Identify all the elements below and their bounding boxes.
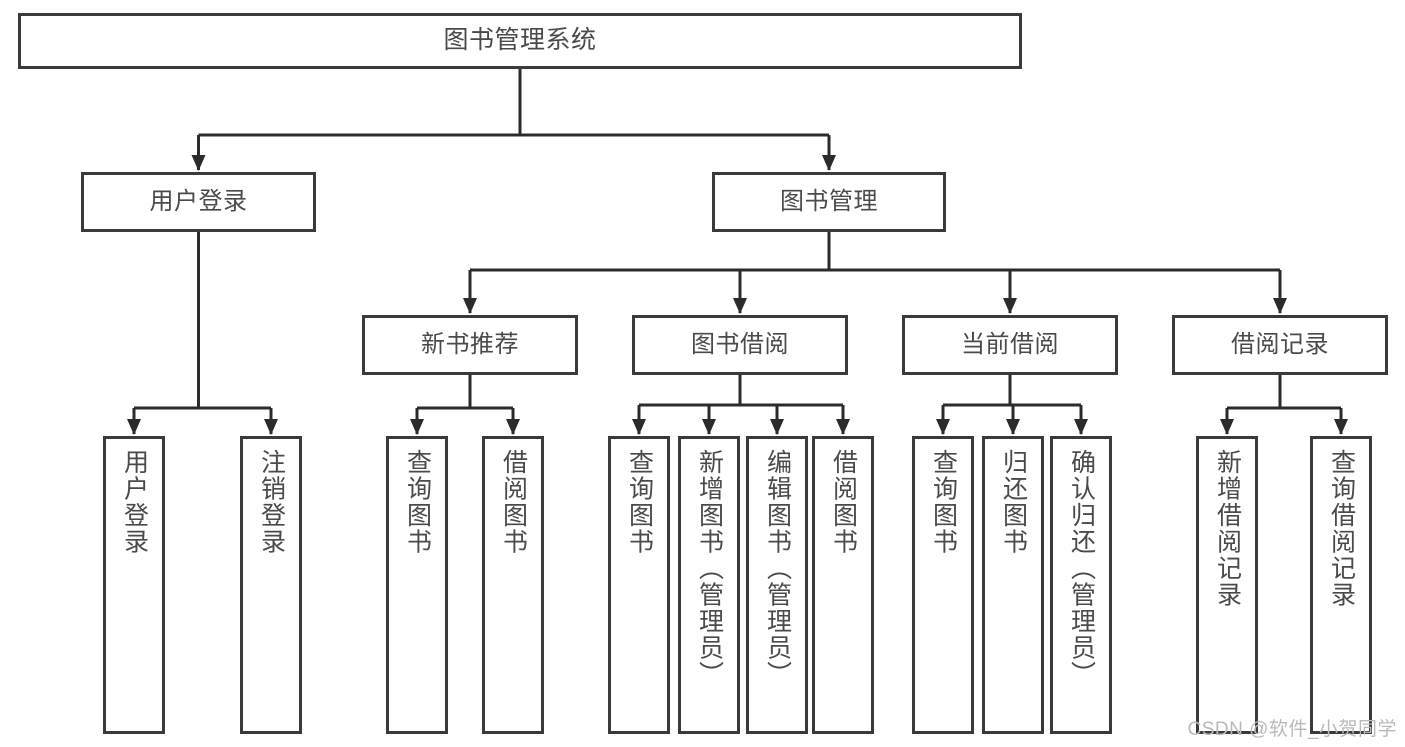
arrowhead bbox=[1003, 298, 1017, 314]
node-leaf-borrow-3[interactable]: 编辑图书（管理员） bbox=[746, 436, 808, 734]
arrowhead bbox=[1334, 419, 1348, 435]
node-newbook[interactable]: 新书推荐 bbox=[362, 315, 578, 375]
node-leaf-cur-3[interactable]: 确认归还（管理员） bbox=[1050, 436, 1112, 734]
node-leaf-borrow-2[interactable]: 新增图书（管理员） bbox=[678, 436, 740, 734]
arrowhead bbox=[1006, 419, 1020, 435]
node-label: 用户登录 bbox=[120, 449, 149, 555]
node-label: 查询图书 bbox=[625, 449, 654, 555]
node-leaf-borrow-1[interactable]: 查询图书 bbox=[608, 436, 670, 734]
arrowhead bbox=[127, 419, 141, 435]
arrowhead bbox=[410, 419, 424, 435]
node-label: 图书管理 bbox=[780, 187, 878, 215]
arrowhead bbox=[770, 419, 784, 435]
node-leaf-rec-2[interactable]: 查询借阅记录 bbox=[1310, 436, 1372, 734]
watermark: CSDN @软件_小贺同学 bbox=[1187, 719, 1397, 740]
arrowhead bbox=[506, 419, 520, 435]
node-label: 借阅图书 bbox=[499, 449, 528, 555]
node-label: 查询图书 bbox=[403, 449, 432, 555]
arrowhead bbox=[463, 298, 477, 314]
arrowhead bbox=[702, 419, 716, 435]
node-label: 图书借阅 bbox=[691, 330, 789, 358]
arrowhead bbox=[1074, 419, 1088, 435]
node-leaf-cur-1[interactable]: 查询图书 bbox=[912, 436, 974, 734]
node-label: 用户登录 bbox=[149, 187, 248, 215]
node-label: 借阅记录 bbox=[1231, 330, 1329, 358]
node-label: 新增借阅记录 bbox=[1213, 449, 1242, 608]
arrowhead bbox=[632, 419, 646, 435]
node-leaf-rec-1[interactable]: 新增借阅记录 bbox=[1196, 436, 1258, 734]
node-label: 图书管理系统 bbox=[443, 26, 597, 55]
node-leaf-borrow-4[interactable]: 借阅图书 bbox=[812, 436, 874, 734]
arrowhead bbox=[1273, 298, 1287, 314]
node-label: 借阅图书 bbox=[829, 449, 858, 555]
arrowhead bbox=[1220, 419, 1234, 435]
node-label: 注销登录 bbox=[257, 449, 286, 555]
node-login[interactable]: 用户登录 bbox=[81, 172, 316, 232]
node-label: 查询图书 bbox=[929, 449, 958, 555]
node-leaf-new-1[interactable]: 查询图书 bbox=[386, 436, 448, 734]
node-bookmgmt[interactable]: 图书管理 bbox=[712, 172, 946, 232]
arrowhead bbox=[733, 298, 747, 314]
node-root[interactable]: 图书管理系统 bbox=[18, 13, 1022, 69]
arrowhead bbox=[264, 419, 278, 435]
arrowhead bbox=[836, 419, 850, 435]
node-label: 查询借阅记录 bbox=[1327, 449, 1356, 608]
node-leaf-login-2[interactable]: 注销登录 bbox=[240, 436, 302, 734]
arrowhead bbox=[822, 155, 836, 171]
node-leaf-new-2[interactable]: 借阅图书 bbox=[482, 436, 544, 734]
node-label: 编辑图书（管理员） bbox=[763, 449, 792, 688]
node-label: 新书推荐 bbox=[421, 330, 519, 358]
node-leaf-cur-2[interactable]: 归还图书 bbox=[982, 436, 1044, 734]
node-label: 当前借阅 bbox=[961, 330, 1059, 358]
arrowhead bbox=[936, 419, 950, 435]
node-current[interactable]: 当前借阅 bbox=[902, 315, 1118, 375]
node-records[interactable]: 借阅记录 bbox=[1172, 315, 1388, 375]
node-label: 新增图书（管理员） bbox=[695, 449, 724, 688]
node-label: 归还图书 bbox=[999, 449, 1028, 555]
node-label: 确认归还（管理员） bbox=[1067, 449, 1096, 688]
arrowhead bbox=[191, 155, 206, 171]
node-leaf-login-1[interactable]: 用户登录 bbox=[103, 436, 165, 734]
node-borrow[interactable]: 图书借阅 bbox=[632, 315, 848, 375]
